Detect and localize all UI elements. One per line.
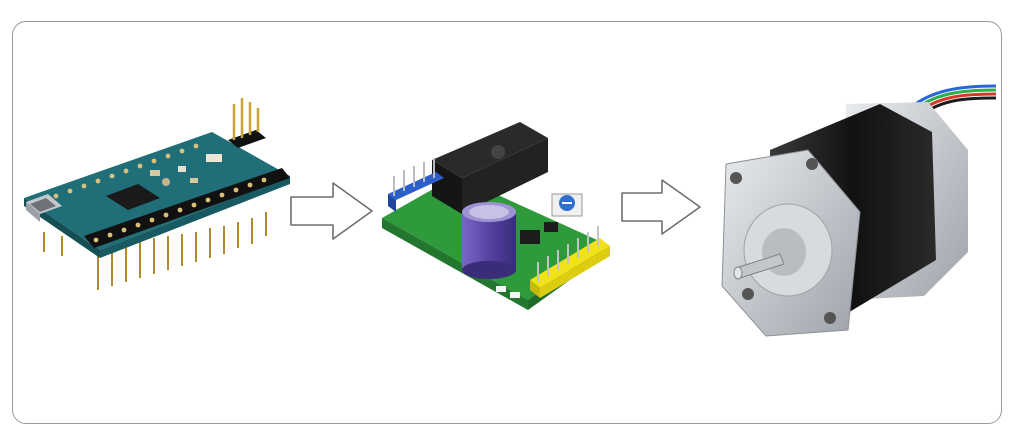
motor-shaft: [733, 253, 785, 280]
motor-front-flange: [721, 149, 861, 337]
electrolytic-capacitor: [462, 202, 516, 279]
stepper-motor: [721, 84, 997, 337]
trimmer-potentiometer: [551, 193, 583, 217]
icsp-header: [228, 98, 266, 148]
yellow-pin-header: [530, 226, 610, 298]
microcontroller-chip: [106, 184, 160, 210]
driver-ic-heatsink: [432, 122, 548, 214]
flow-arrow-1: [290, 182, 373, 240]
flow-arrow-2: [621, 179, 701, 235]
arduino-bottom-pins: [43, 212, 267, 290]
blue-pin-header: [388, 158, 444, 212]
usb-connector: [26, 194, 62, 222]
stepper-driver-board: [382, 122, 610, 310]
arduino-nano-board: [24, 98, 290, 290]
